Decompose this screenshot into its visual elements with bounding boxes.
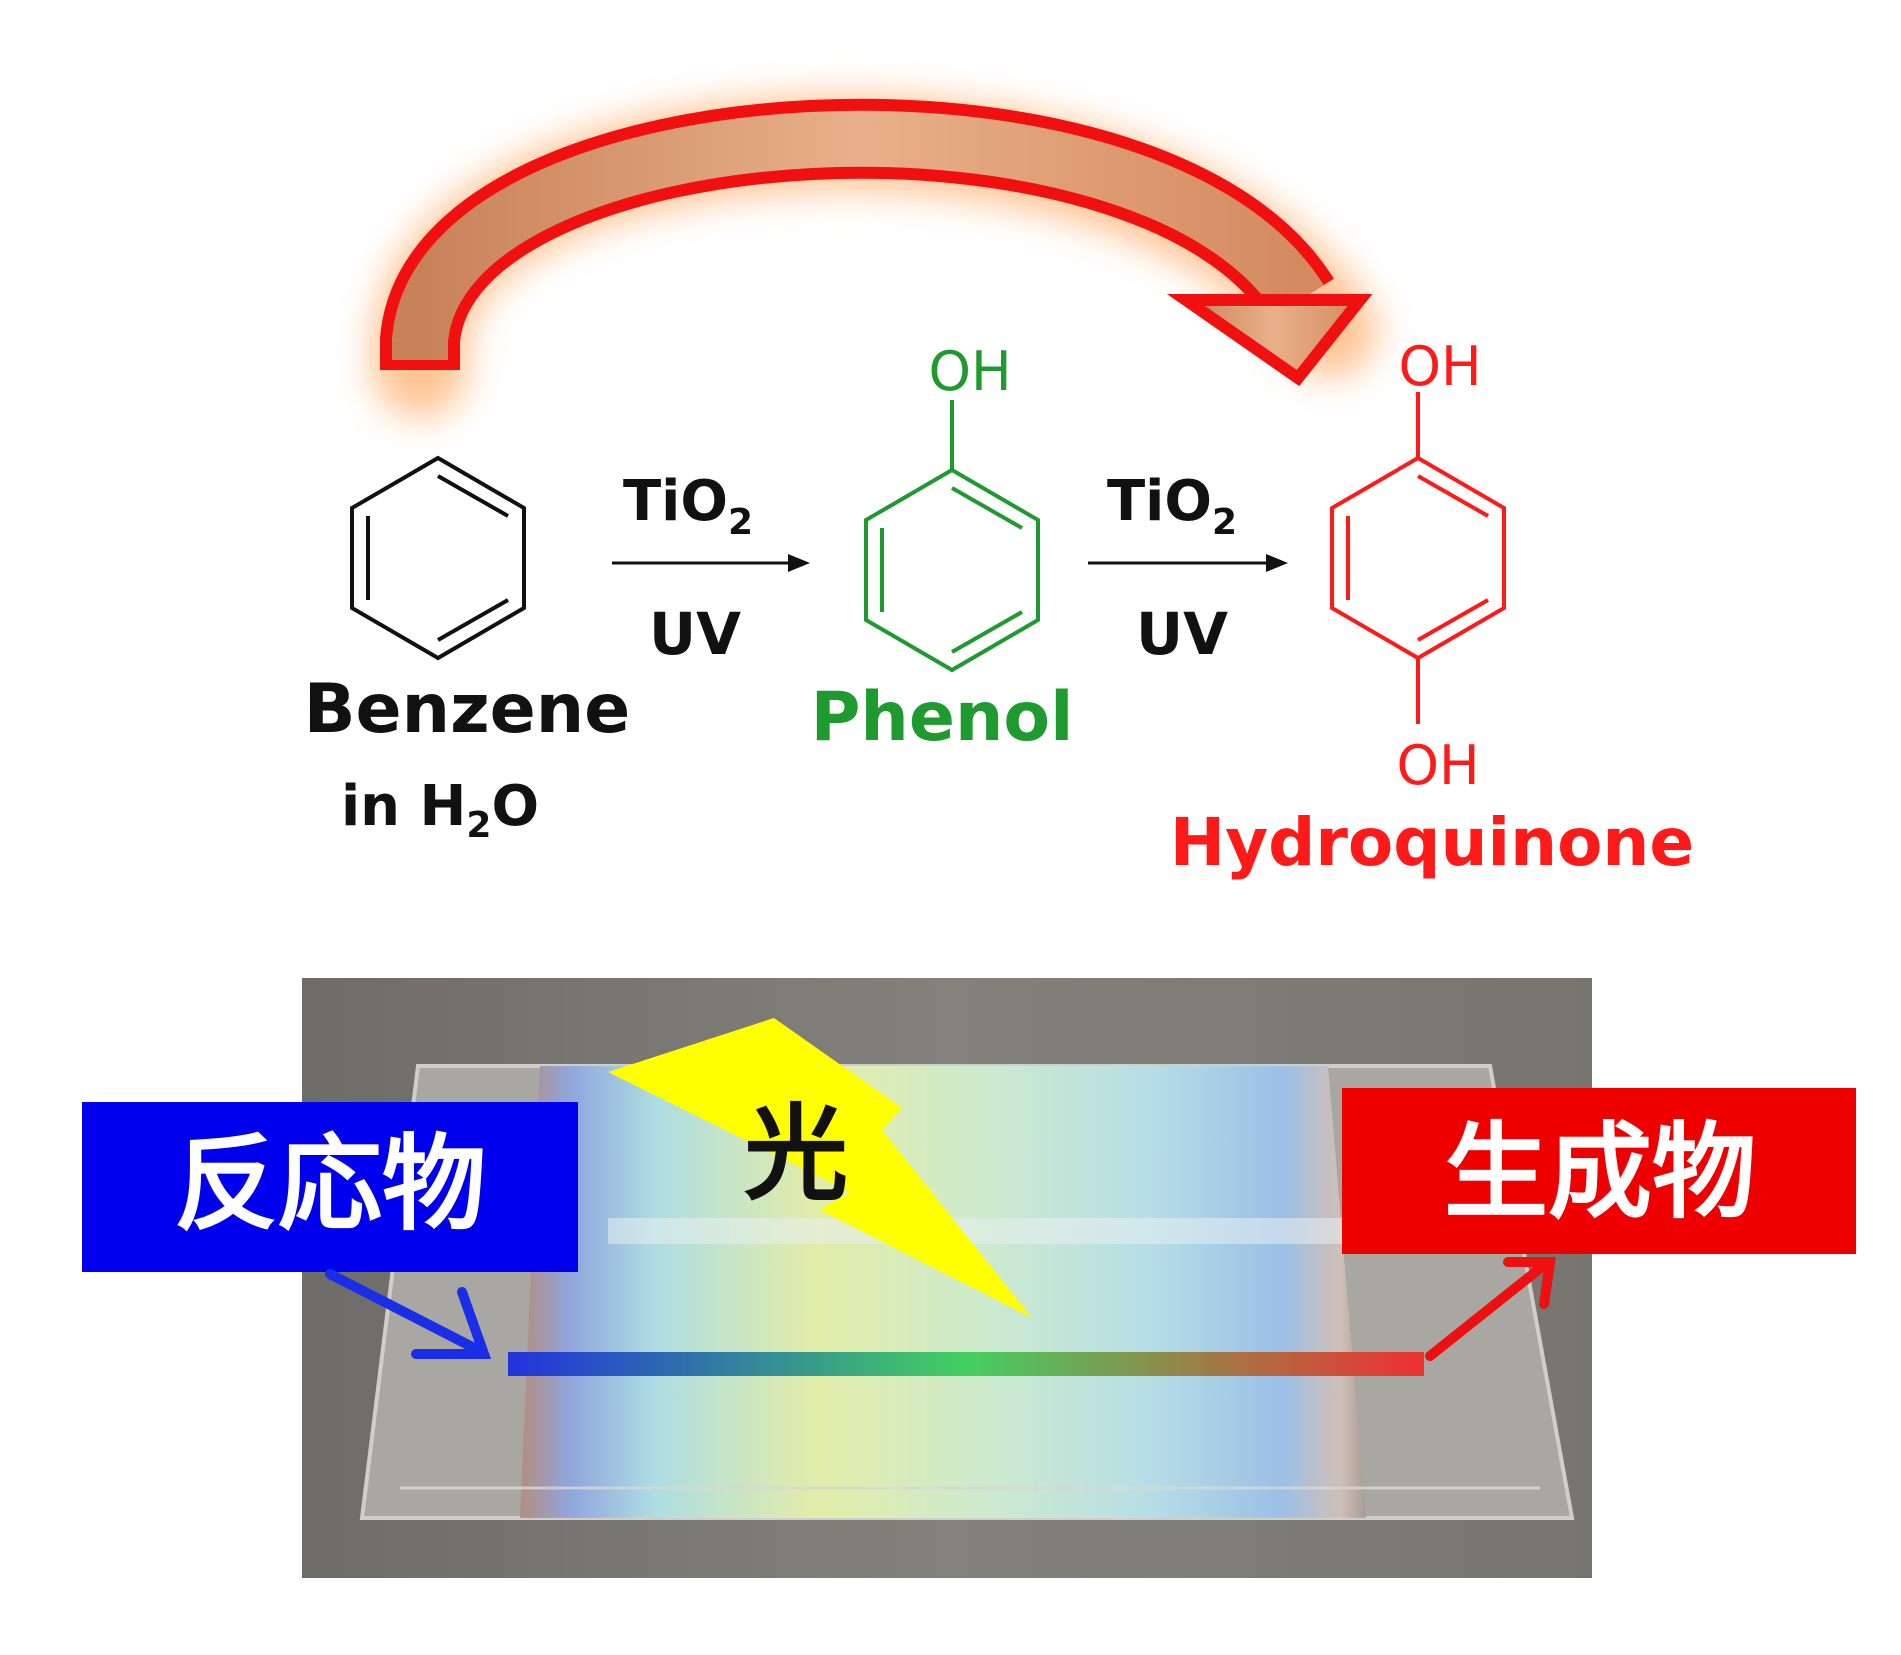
hydroquinone-oh-top: OH [1398, 335, 1481, 398]
step1-condition: UV [649, 600, 741, 668]
microreactor-photo [302, 978, 1592, 1578]
lightning-icon [608, 1018, 1032, 1318]
iridescent-film [520, 1066, 1366, 1518]
upper-band [608, 1218, 1488, 1244]
product-arrow [1425, 1257, 1556, 1361]
benzene-solvent: in H2O [341, 774, 539, 846]
hydroquinone-structure [1330, 392, 1506, 724]
product-label: 生成物 [1444, 1111, 1756, 1233]
hydroquinone-label: Hydroquinone [1170, 804, 1694, 881]
microchannel [508, 1352, 1424, 1376]
step2-condition: UV [1136, 600, 1228, 668]
product-box: 生成物 [1342, 1088, 1856, 1254]
step1-reagent: TiO2 [623, 469, 753, 543]
step2-arrow [1088, 554, 1288, 572]
arrow-head [1166, 294, 1373, 387]
curved-arrow [372, 95, 1378, 418]
benzene-structure [350, 455, 526, 661]
reactant-arrow [325, 1269, 492, 1359]
phenol-oh: OH [928, 340, 1011, 403]
arrow-body-inner [392, 110, 1324, 368]
hydroquinone-oh-bottom: OH [1396, 734, 1479, 797]
benzene-label: Benzene [304, 670, 631, 749]
phenol-structure [864, 400, 1040, 673]
step2-reagent: TiO2 [1107, 469, 1237, 543]
reactant-label: 反応物 [174, 1123, 486, 1245]
reactant-box: 反応物 [82, 1102, 578, 1272]
light-label: 光 [744, 1093, 848, 1215]
step1-arrow [612, 554, 810, 572]
phenol-label: Phenol [811, 678, 1074, 757]
